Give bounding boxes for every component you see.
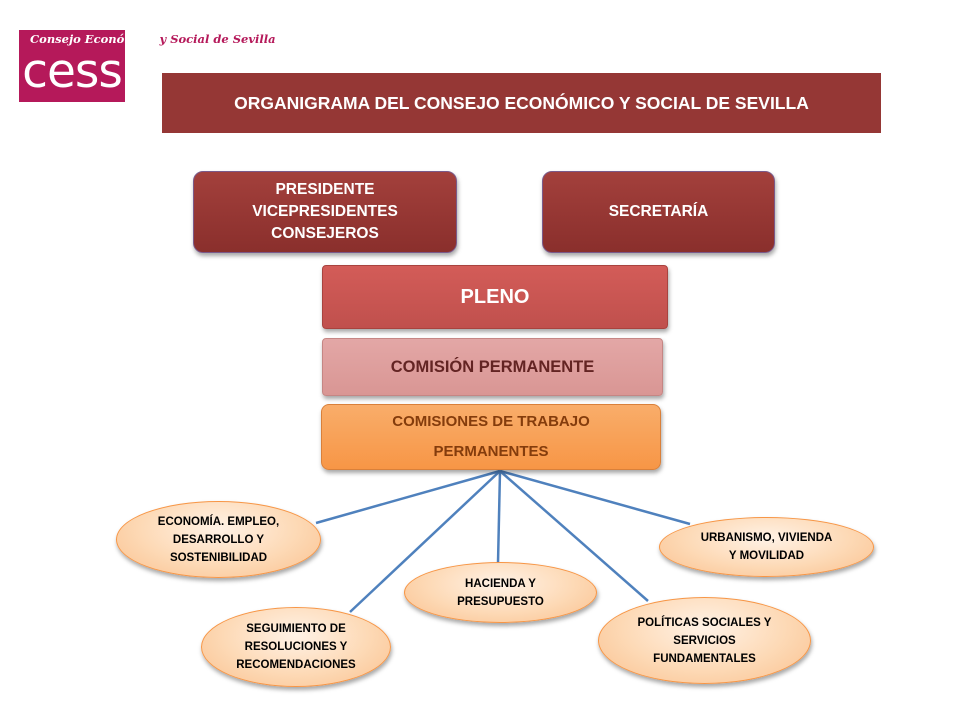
consejeros-label: CONSEJEROS: [271, 225, 379, 242]
presidente-box: PRESIDENTE VICEPRESIDENTES CONSEJEROS: [193, 171, 457, 253]
hacienda-line-1: HACIENDA Y: [465, 577, 536, 590]
commission-urbanismo: URBANISMO, VIVIENDA Y MOVILIDAD: [659, 517, 874, 577]
commission-seguimiento: SEGUIMIENTO DE RESOLUCIONES Y RECOMENDAC…: [201, 607, 391, 687]
pleno-label: PLENO: [460, 285, 530, 308]
urbanismo-line-2: Y MOVILIDAD: [728, 550, 805, 562]
hacienda-line-2: PRESUPUESTO: [457, 595, 544, 608]
comisiones-trabajo-line-2: PERMANENTES: [433, 443, 549, 460]
commission-politicas: POLÍTICAS SOCIALES Y SERVICIOS FUNDAMENT…: [598, 597, 811, 684]
urbanismo-line-1: URBANISMO, VIVIENDA: [700, 532, 833, 544]
logo-letters: cess: [22, 44, 123, 99]
logo-tagline-start: Consejo Económico: [30, 32, 156, 46]
page-title: ORGANIGRAMA DEL CONSEJO ECONÓMICO Y SOCI…: [234, 92, 809, 113]
connector-economia: [315, 469, 501, 525]
politicas-line-3: FUNDAMENTALES: [653, 652, 756, 665]
economia-line-1: ECONOMÍA. EMPLEO,: [157, 515, 280, 528]
politicas-line-2: SERVICIOS: [673, 634, 736, 647]
secretaria-box: SECRETARÍA: [542, 171, 775, 253]
logo-tagline-end: y Social de Sevilla: [155, 32, 276, 46]
title-banner: ORGANIGRAMA DEL CONSEJO ECONÓMICO Y SOCI…: [162, 73, 881, 133]
connector-seguimiento: [349, 470, 501, 613]
economia-line-2: DESARROLLO Y: [172, 533, 265, 546]
seguimiento-line-2: RESOLUCIONES Y: [244, 641, 348, 653]
comision-permanente-box: COMISIÓN PERMANENTE: [322, 338, 663, 396]
connector-hacienda: [496, 470, 502, 564]
politicas-line-1: POLÍTICAS SOCIALES Y: [637, 616, 772, 629]
connector-urbanismo: [499, 469, 691, 526]
seguimiento-line-3: RECOMENDACIONES: [236, 659, 356, 671]
commission-economia: ECONOMÍA. EMPLEO, DESARROLLO Y SOSTENIBI…: [116, 501, 321, 578]
connector-politicas: [499, 470, 649, 602]
comision-permanente-label: COMISIÓN PERMANENTE: [390, 357, 595, 376]
logo-background: [19, 30, 125, 102]
commission-hacienda: HACIENDA Y PRESUPUESTO: [404, 562, 597, 623]
comisiones-trabajo-box: COMISIONES DE TRABAJO PERMANENTES: [321, 404, 661, 470]
presidente-label: PRESIDENTE: [275, 181, 375, 198]
pleno-box: PLENO: [322, 265, 668, 329]
secretaria-label: SECRETARÍA: [608, 203, 709, 220]
seguimiento-line-1: SEGUIMIENTO DE: [246, 623, 346, 635]
comisiones-trabajo-line-1: COMISIONES DE TRABAJO: [392, 413, 590, 430]
economia-line-3: SOSTENIBILIDAD: [169, 551, 268, 564]
vicepresidentes-label: VICEPRESIDENTES: [252, 203, 398, 220]
logo-tagline: Consejo Económico y Social de Sevilla: [30, 32, 276, 46]
